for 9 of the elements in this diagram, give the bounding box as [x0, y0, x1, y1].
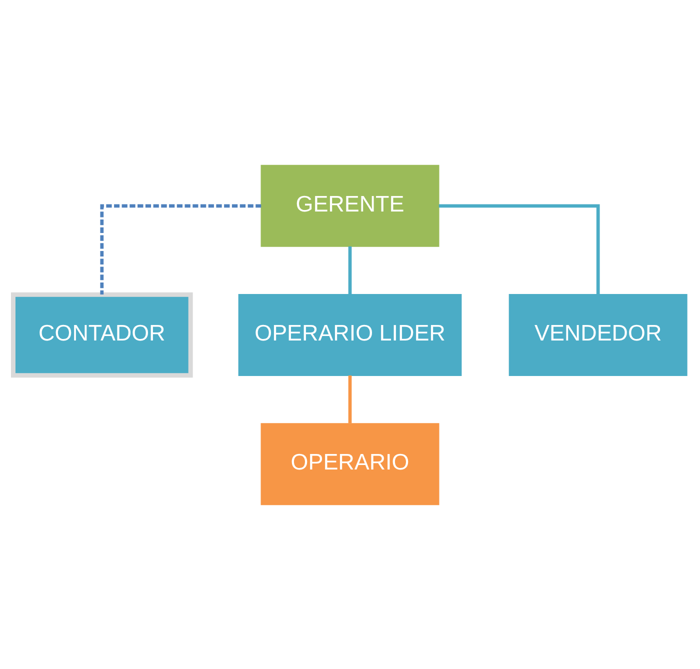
connector: [438, 204, 600, 294]
connector: [100, 204, 262, 294]
connector: [348, 375, 352, 423]
node-box: CONTADOR: [10, 292, 193, 378]
connector: [348, 246, 352, 294]
node-box: VENDEDOR: [508, 294, 688, 376]
node-box: GERENTE: [260, 164, 440, 246]
node-box: OPERARIO: [260, 422, 440, 505]
node-box: OPERARIO LIDER: [238, 294, 462, 376]
